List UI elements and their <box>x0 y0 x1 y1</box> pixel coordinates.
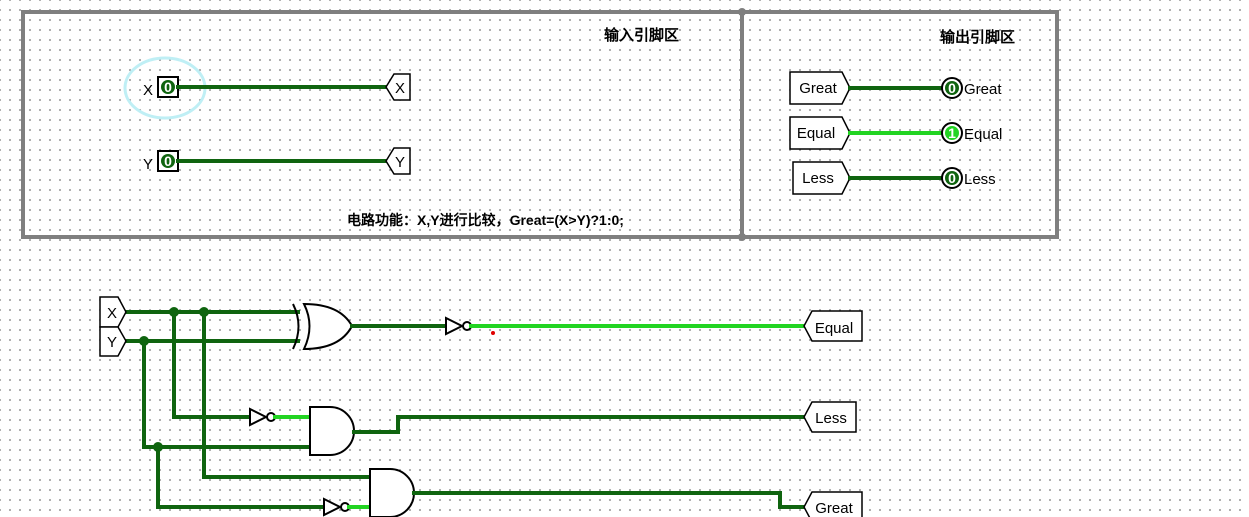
input-area-title: 输入引脚区 <box>604 26 679 44</box>
not-gate-less[interactable] <box>249 407 269 427</box>
tunnel-great[interactable] <box>803 491 863 517</box>
pin-x-state <box>161 80 175 94</box>
tunnel-less-label: Less <box>815 410 847 427</box>
pin-y-value: 0 <box>164 153 172 169</box>
tunnel-x-in[interactable] <box>385 73 411 101</box>
tunnel-great-out-label: Great <box>799 80 837 97</box>
tunnel-less-out-label: Less <box>802 170 834 187</box>
tunnel-y-in[interactable] <box>385 147 411 175</box>
tunnel-less[interactable] <box>803 401 857 433</box>
xor-input-curve <box>292 303 300 350</box>
led-less-label: Less <box>964 171 996 188</box>
tunnel-y[interactable] <box>99 326 127 357</box>
not-gate-great[interactable] <box>323 497 343 517</box>
junction <box>139 336 149 346</box>
wire <box>412 491 806 509</box>
tunnel-equal-out[interactable] <box>789 116 851 150</box>
pin-y-label: Y <box>143 156 153 173</box>
tunnel-x[interactable] <box>99 296 127 328</box>
tunnel-equal-label: Equal <box>815 320 853 337</box>
led-less-value: 0 <box>948 170 956 186</box>
output-area-frame <box>740 10 1059 239</box>
junction <box>169 307 179 317</box>
tunnel-great-label: Great <box>815 500 853 517</box>
led-great-label: Great <box>964 81 1002 98</box>
pin-x-value: 0 <box>164 79 172 95</box>
wire <box>172 310 252 419</box>
and-gate-less[interactable] <box>309 406 355 456</box>
xor-gate[interactable] <box>302 302 354 351</box>
wire <box>352 415 806 434</box>
not-gate-equal[interactable] <box>445 316 465 336</box>
input-area: 输入引脚区 电路功能：X,Y进行比较，Great=(X>Y)?1:0; X 0 … <box>21 8 746 241</box>
tunnel-x-label: X <box>107 305 117 322</box>
junction <box>153 442 163 452</box>
led-equal-value: 1 <box>948 125 956 141</box>
pin-x-label: X <box>143 82 153 99</box>
wire <box>142 339 312 449</box>
output-area: 输出引脚区 Great 0 Great Equal 1 Equal Less 0… <box>740 10 1059 239</box>
led-equal-fill <box>945 126 959 140</box>
circuit-description: 电路功能：X,Y进行比较，Great=(X>Y)?1:0; <box>347 212 624 228</box>
output-area-title: 输出引脚区 <box>940 28 1015 46</box>
led-great-fill <box>945 81 959 95</box>
led-great-value: 0 <box>948 80 956 96</box>
tunnel-y-in-label: Y <box>395 154 405 171</box>
pin-y-state <box>161 154 175 168</box>
comparator-circuit: X Y Equal Less Great <box>99 296 863 517</box>
led-less-fill <box>945 171 959 185</box>
tunnel-great-out[interactable] <box>789 71 851 105</box>
probe-dot <box>491 331 495 335</box>
led-equal-label: Equal <box>964 126 1002 143</box>
junction <box>199 307 209 317</box>
and-gate-great[interactable] <box>369 468 415 517</box>
wire <box>202 310 372 479</box>
tunnel-x-in-label: X <box>395 80 405 97</box>
tunnel-less-out[interactable] <box>792 161 851 195</box>
tunnel-equal-out-label: Equal <box>797 125 835 142</box>
wire <box>156 445 326 509</box>
tunnel-y-label: Y <box>107 334 117 351</box>
tunnel-equal[interactable] <box>803 310 863 342</box>
input-area-frame <box>21 10 744 239</box>
